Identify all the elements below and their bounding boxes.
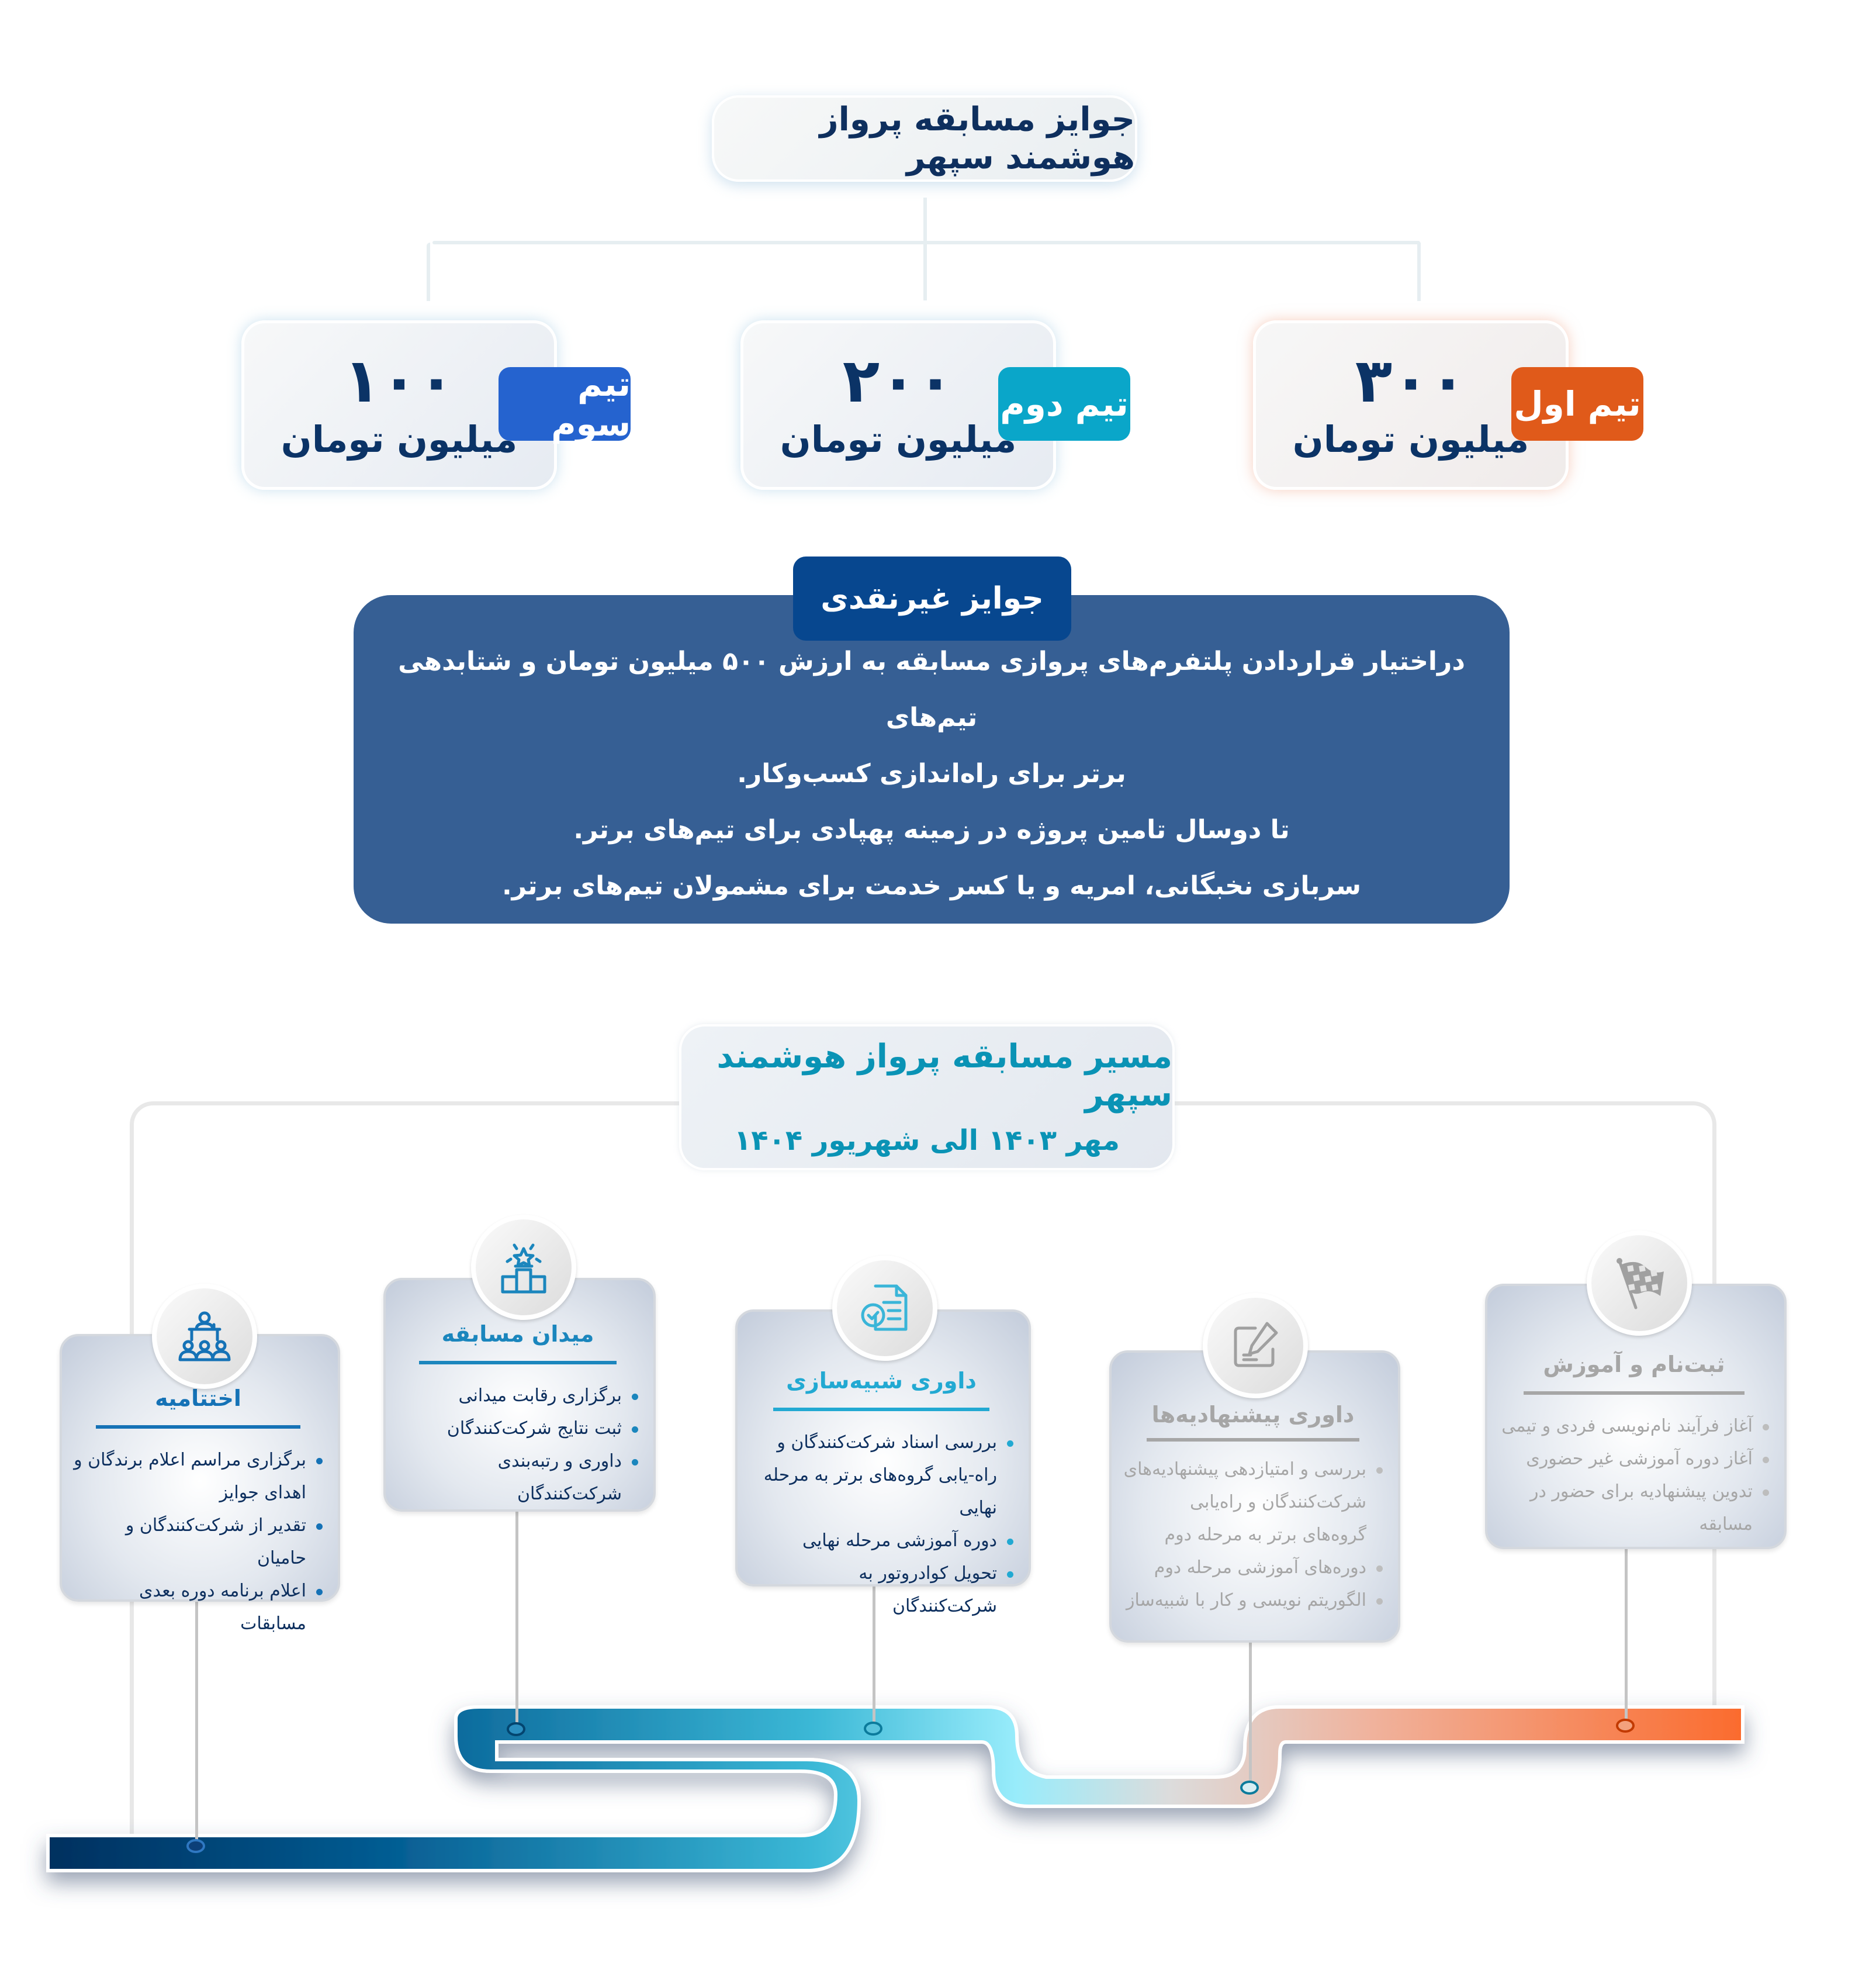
prize-amount: ۲۰۰ — [842, 344, 954, 416]
tree-connector-bar — [432, 241, 1420, 244]
timeline-pin — [1616, 1719, 1635, 1733]
noncash-title: جوایز غیرنقدی — [821, 581, 1044, 616]
noncash-line: برتر برای راه‌اندازی کسب‌وکار. — [737, 759, 1126, 789]
stage-card-registration: ثبت‌نام و آموزش آغاز فرآیند نام‌نویسی فر… — [1485, 1284, 1787, 1549]
noncash-prizes-box: دراختیار قراردادن پلتفرم‌های پروازی مساب… — [354, 595, 1510, 924]
timeline-stem — [195, 1599, 198, 1845]
stage-card-competition-field: میدان مسابقه برگزاری رقابت میدانی ثبت نت… — [383, 1278, 656, 1512]
stage-title: ثبت‌نام و آموزش — [1543, 1352, 1725, 1377]
noncash-title-tab: جوایز غیرنقدی — [793, 557, 1071, 641]
route-header: مسیر مسابقه پرواز هوشمند سپهر مهر ۱۴۰۳ ا… — [679, 1024, 1175, 1170]
stage-item: آغاز دوره آموزشی غیر حضوری — [1499, 1443, 1769, 1475]
team-badge-label: تیم سوم — [551, 364, 631, 444]
stage-title: میدان مسابقه — [441, 1321, 594, 1347]
timeline-pin — [1240, 1781, 1259, 1795]
tree-connector-stem — [923, 198, 927, 300]
prize-unit: میلیون تومان — [281, 417, 518, 461]
stage-divider — [1523, 1391, 1745, 1395]
stage-item: برگزاری مراسم اعلام برندگان و اهدای جوای… — [74, 1444, 323, 1509]
timeline-stem — [1249, 1637, 1252, 1783]
team-badge-first: تیم اول — [1511, 367, 1643, 441]
road-path — [46, 1705, 1745, 1872]
team-badge-label: تیم دوم — [1000, 384, 1129, 424]
prize-amount: ۱۰۰ — [343, 344, 455, 416]
timeline-pin — [864, 1722, 882, 1736]
stage-card-proposal-review: داوری پیشنهادیه‌ها بررسی و امتیازدهی پیش… — [1109, 1350, 1400, 1643]
document-check-icon — [832, 1256, 937, 1361]
stage-item: تدوین پیشنهادیه برای حضور در مسابقه — [1499, 1475, 1769, 1541]
team-badge-second: تیم دوم — [998, 367, 1130, 441]
prize-amount: ۳۰۰ — [1355, 344, 1467, 416]
stage-item: اعلام برنامه دوره بعدی مسابقات — [74, 1575, 323, 1640]
tree-connector-right — [1417, 243, 1421, 301]
noncash-line: تا دوسال تامین پروژه در زمینه پهپادی برا… — [573, 815, 1290, 845]
stage-item: دوره آموزشی مرحله نهایی — [749, 1525, 1013, 1557]
stage-item: داوری و رتبه‌بندی شرکت‌کنندگان — [397, 1445, 638, 1511]
prize-unit: میلیون تومان — [780, 417, 1017, 461]
timeline-stem — [873, 1585, 875, 1726]
stage-title: اختتامیه — [155, 1385, 241, 1411]
tree-connector-left — [427, 243, 430, 301]
stage-divider — [1146, 1438, 1360, 1442]
noncash-line: دراختیار قراردادن پلتفرم‌های پروازی مساب… — [398, 647, 1465, 732]
team-badge-third: تیم سوم — [499, 364, 631, 444]
noncash-line: سربازی نخبگانی، امریه و یا کسر خدمت برای… — [501, 871, 1362, 901]
stage-item: ثبت نتایج شرکت‌کنندگان — [397, 1412, 638, 1445]
stage-title: داوری شبیه‌سازی — [786, 1368, 977, 1394]
timeline-pin — [186, 1839, 205, 1853]
podium-star-icon — [471, 1215, 576, 1320]
stage-item: بررسی اسناد شرکت‌کنندگان و راه‌-یابی گرو… — [749, 1426, 1013, 1525]
stage-item: برگزاری رقابت میدانی — [397, 1380, 638, 1412]
prizes-title: جوایز مسابقه پرواز هوشمند سپهر — [819, 101, 1135, 177]
route-title: مسیر مسابقه پرواز هوشمند سپهر — [717, 1038, 1172, 1114]
checkered-flag-icon — [1587, 1231, 1692, 1336]
stage-title: داوری پیشنهادیه‌ها — [1151, 1402, 1355, 1428]
timeline-pin — [507, 1722, 525, 1736]
edit-document-icon — [1203, 1293, 1308, 1398]
timeline-stem — [515, 1511, 518, 1727]
team-badge-label: تیم اول — [1514, 384, 1641, 424]
stage-item: الگوریتم نویسی و کار با شبیه‌ساز — [1123, 1584, 1383, 1617]
prizes-title-pill: جوایز مسابقه پرواز هوشمند سپهر — [712, 95, 1137, 182]
stage-item: آغاز فرآیند نام‌نویسی فردی و تیمی — [1499, 1410, 1769, 1443]
stage-divider — [419, 1361, 617, 1364]
timeline-road — [46, 1705, 1745, 1872]
stage-item: تقدیر از شرکت‌کنندگان و حامیان — [74, 1509, 323, 1575]
audience-presenter-icon — [152, 1284, 257, 1389]
route-date-range: مهر ۱۴۰۳ الی شهریور ۱۴۰۴ — [733, 1124, 1120, 1157]
stage-item: تحویل کوادروتور به شرکت‌کنندگان — [749, 1557, 1013, 1623]
stage-item: بررسی و امتیازدهی پیشنهادیه‌های شرکت‌کنن… — [1123, 1453, 1383, 1551]
prize-unit: میلیون تومان — [1292, 417, 1529, 461]
stage-divider — [773, 1408, 990, 1411]
stage-divider — [96, 1425, 300, 1429]
stage-item: دوره‌های آموزشی مرحله دوم — [1123, 1551, 1383, 1584]
timeline-stem — [1625, 1548, 1628, 1723]
